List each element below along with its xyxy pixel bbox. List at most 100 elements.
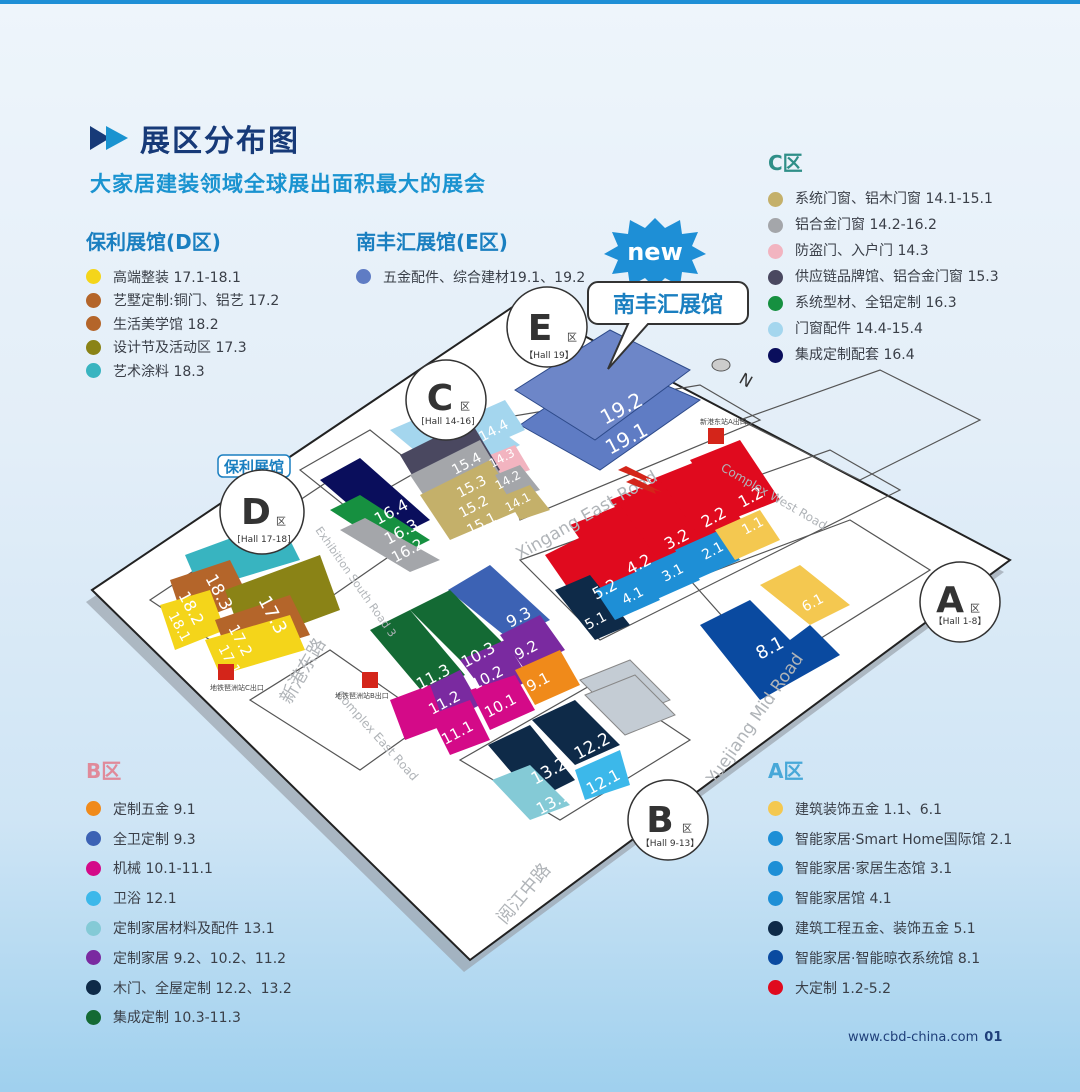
- svg-text:地铁琶洲站C出口: 地铁琶洲站C出口: [210, 683, 264, 692]
- legend-item: 防盗门、入户门 14.3: [768, 238, 999, 264]
- legend-item: 卫浴 12.1: [86, 883, 292, 913]
- zone-a-halls: 1.2 2.2 3.2 4.2 5.2 1.1 2.1 3.1 4.1 5.1 …: [545, 440, 850, 700]
- svg-text:区: 区: [460, 401, 470, 413]
- legend-zone-a: A区 建筑装饰五金 1.1、6.1 智能家居·Smart Home国际馆 2.1…: [768, 755, 1012, 1003]
- legend-item: 设计节及活动区 17.3: [86, 336, 279, 360]
- legend-item: 定制五金 9.1: [86, 794, 292, 824]
- color-dot-icon: [768, 269, 783, 285]
- svg-text:区: 区: [276, 516, 286, 528]
- color-dot-icon: [768, 321, 783, 337]
- color-dot-icon: [86, 860, 101, 876]
- color-dot-icon: [768, 980, 783, 996]
- footer-url: www.cbd-china.com: [848, 1030, 979, 1045]
- nanfeng-callout: 南丰汇展馆: [587, 281, 749, 370]
- legend-item: 智能家居·Smart Home国际馆 2.1: [768, 824, 1012, 854]
- svg-text:D: D: [241, 492, 271, 533]
- color-dot-icon: [768, 347, 783, 363]
- svg-text:B: B: [646, 800, 673, 841]
- svg-text:区: 区: [682, 823, 692, 835]
- legend-zone-d: 保利展馆(D区) 高端整装 17.1-18.1 艺墅定制:铜门、铝艺 17.2 …: [86, 226, 279, 383]
- compass-north-icon: N: [711, 358, 756, 391]
- color-dot-icon: [86, 363, 101, 379]
- legend-item: 大定制 1.2-5.2: [768, 973, 1012, 1003]
- svg-text:C: C: [427, 378, 453, 419]
- new-badge: new: [604, 218, 706, 288]
- legend-zone-c: C区 系统门窗、铝木门窗 14.1-15.1 铝合金门窗 14.2-16.2 防…: [768, 147, 999, 368]
- svg-text:[Hall 14-16]: [Hall 14-16]: [421, 417, 474, 427]
- zone-d-halls: 18.3 18.2 18.1 17.3 17.2 17.1: [160, 520, 340, 677]
- svg-text:【Hall 1-8】: 【Hall 1-8】: [934, 616, 987, 627]
- legend-item: 全卫定制 9.3: [86, 824, 292, 854]
- svg-text:[Hall 17-18]: [Hall 17-18]: [237, 535, 290, 545]
- svg-text:A: A: [936, 580, 964, 621]
- zone-c-halls: 15.4 14.4 14.3 15.3 14.2 15.2 14.1 15.1 …: [320, 400, 550, 572]
- legend-item: 艺术涂料 18.3: [86, 359, 279, 383]
- color-dot-icon: [86, 980, 101, 996]
- legend-item: 生活美学馆 18.2: [86, 312, 279, 336]
- metro-icon: 新港东站A出口: [700, 417, 747, 444]
- legend-zone-e: 南丰汇展馆(E区) 五金配件、综合建材19.1、19.2: [356, 226, 585, 289]
- color-dot-icon: [86, 890, 101, 906]
- legend-item: 智能家居·智能晾衣系统馆 8.1: [768, 943, 1012, 973]
- color-dot-icon: [86, 950, 101, 966]
- legend-zone-b: B区 定制五金 9.1 全卫定制 9.3 机械 10.1-11.1 卫浴 12.…: [86, 755, 292, 1032]
- legend-item: 系统门窗、铝木门窗 14.1-15.1: [768, 186, 999, 212]
- color-dot-icon: [768, 243, 783, 259]
- legend-item: 定制家居材料及配件 13.1: [86, 913, 292, 943]
- color-dot-icon: [768, 890, 783, 906]
- zone-b-halls: 9.3 10.3 11.3 9.2 10.2 11.2 9.1 10.1 11.…: [370, 565, 676, 820]
- color-dot-icon: [768, 191, 783, 207]
- color-dot-icon: [86, 316, 101, 332]
- legend-item: 五金配件、综合建材19.1、19.2: [356, 265, 585, 289]
- svg-text:新港东站A出口: 新港东站A出口: [700, 417, 747, 426]
- legend-item: 铝合金门窗 14.2-16.2: [768, 212, 999, 238]
- color-dot-icon: [86, 1009, 101, 1025]
- zone-d-cloud: D 区 [Hall 17-18]: [219, 469, 305, 555]
- legend-item: 艺墅定制:铜门、铝艺 17.2: [86, 289, 279, 313]
- page-subtitle: 大家居建装领域全球展出面积最大的展会: [90, 172, 486, 196]
- color-dot-icon: [768, 950, 783, 966]
- color-dot-icon: [356, 269, 371, 285]
- metro-icon: 地铁琶洲站C出口: [210, 664, 264, 692]
- zone-e-cloud: E 区 【Hall 19】: [506, 286, 588, 368]
- svg-text:E: E: [528, 308, 553, 349]
- legend-title: B区: [86, 759, 122, 783]
- svg-text:new: new: [627, 238, 683, 266]
- color-dot-icon: [86, 269, 101, 285]
- zone-c-cloud: C 区 [Hall 14-16]: [405, 359, 487, 441]
- svg-text:【Hall 19】: 【Hall 19】: [524, 350, 574, 361]
- two-way-arrow-icon: [618, 466, 662, 494]
- color-dot-icon: [768, 801, 783, 817]
- zone-b-cloud: B 区 【Hall 9-13】: [627, 779, 709, 861]
- legend-item: 建筑装饰五金 1.1、6.1: [768, 794, 1012, 824]
- page-header: 展区分布图 大家居建装领域全球展出面积最大的展会: [90, 116, 486, 198]
- color-dot-icon: [86, 920, 101, 936]
- legend-item: 供应链品牌馆、铝合金门窗 15.3: [768, 264, 999, 290]
- color-dot-icon: [86, 339, 101, 355]
- svg-text:南丰汇展馆: 南丰汇展馆: [613, 292, 723, 318]
- svg-text:地铁琶洲站B出口: 地铁琶洲站B出口: [335, 691, 389, 700]
- metro-icon: 地铁琶洲站B出口: [335, 672, 389, 700]
- legend-item: 定制家居 9.2、10.2、11.2: [86, 943, 292, 973]
- top-accent-line: [0, 0, 1080, 4]
- legend-item: 木门、全屋定制 12.2、13.2: [86, 973, 292, 1003]
- legend-item: 集成定制配套 16.4: [768, 342, 999, 368]
- svg-text:【Hall 9-13】: 【Hall 9-13】: [641, 838, 700, 849]
- color-dot-icon: [768, 860, 783, 876]
- legend-item: 智能家居馆 4.1: [768, 883, 1012, 913]
- legend-title: A区: [768, 759, 804, 783]
- legend-item: 建筑工程五金、装饰五金 5.1: [768, 913, 1012, 943]
- legend-item: 系统型材、全铝定制 16.3: [768, 290, 999, 316]
- color-dot-icon: [768, 831, 783, 847]
- legend-item: 智能家居·家居生态馆 3.1: [768, 854, 1012, 884]
- zone-a-cloud: A 区 【Hall 1-8】: [919, 561, 1001, 643]
- double-arrow-icon: [90, 126, 128, 150]
- svg-text:区: 区: [970, 603, 980, 615]
- color-dot-icon: [768, 295, 783, 311]
- legend-item: 门窗配件 14.4-15.4: [768, 316, 999, 342]
- zone-e-halls: 19.2 19.1: [514, 329, 702, 471]
- svg-text:N: N: [736, 369, 756, 391]
- legend-title: 保利展馆(D区): [86, 230, 221, 254]
